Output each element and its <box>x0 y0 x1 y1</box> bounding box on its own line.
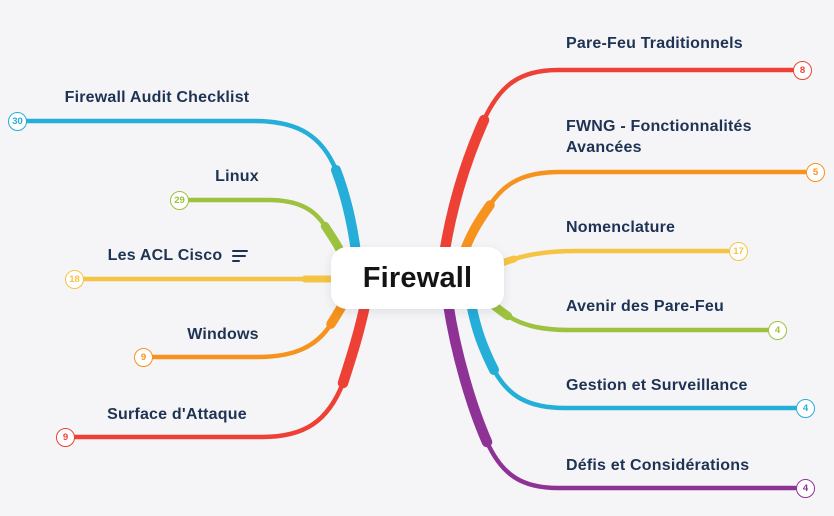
badge-count: 8 <box>799 65 806 76</box>
branch-count-badge-pare-feu-traditionnels[interactable]: 8 <box>793 61 812 80</box>
branch-label-linux[interactable]: Linux <box>157 166 317 187</box>
branch-count-badge-surface-d-attaque[interactable]: 9 <box>56 428 75 447</box>
branch-label-text: FWNG - Fonctionnalités Avancées <box>566 118 752 156</box>
badge-count: 30 <box>12 116 23 127</box>
branch-label-text: Nomenclature <box>566 219 676 236</box>
branch-label-surface-d-attaque[interactable]: Surface d'Attaque <box>92 404 262 425</box>
branch-label-pare-feu-traditionnels[interactable]: Pare-Feu Traditionnels <box>566 33 743 54</box>
branch-label-nomenclature[interactable]: Nomenclature <box>566 217 675 238</box>
central-node[interactable]: Firewall <box>331 247 504 309</box>
badge-count: 18 <box>69 274 80 285</box>
branch-label-text: Firewall Audit Checklist <box>64 89 250 106</box>
badge-count: 5 <box>812 167 819 178</box>
branch-label-firewall-audit-checklist[interactable]: Firewall Audit Checklist <box>37 87 277 108</box>
branch-count-badge-nomenclature[interactable]: 17 <box>729 242 748 261</box>
badge-count: 4 <box>802 483 809 494</box>
branch-label-windows[interactable]: Windows <box>143 324 303 345</box>
badge-count: 4 <box>802 403 809 414</box>
badge-count: 9 <box>140 352 147 363</box>
branch-count-badge-windows[interactable]: 9 <box>134 348 153 367</box>
branch-count-badge-linux[interactable]: 29 <box>170 191 189 210</box>
connector-defis-et-considerations <box>442 297 798 491</box>
branch-label-text: Linux <box>215 168 259 185</box>
branch-count-badge-defis-et-considerations[interactable]: 4 <box>796 479 815 498</box>
branch-label-fwng-fonctionnalites-avancees[interactable]: FWNG - Fonctionnalités Avancées <box>566 116 788 158</box>
connector-fwng-fonctionnalites-avancees <box>458 169 808 260</box>
branch-count-badge-avenir-des-pare-feu[interactable]: 4 <box>768 321 787 340</box>
badge-count: 4 <box>774 325 781 336</box>
branch-count-badge-les-acl-cisco[interactable]: 18 <box>65 270 84 289</box>
connector-nomenclature <box>493 248 731 269</box>
branch-count-badge-firewall-audit-checklist[interactable]: 30 <box>8 112 27 131</box>
branch-label-gestion-et-surveillance[interactable]: Gestion et Surveillance <box>566 375 748 396</box>
central-node-label: Firewall <box>362 261 473 294</box>
branch-label-text: Windows <box>187 326 259 343</box>
badge-count: 9 <box>62 432 69 443</box>
connector-firewall-audit-checklist <box>24 118 361 257</box>
branch-label-text: Défis et Considérations <box>566 457 750 474</box>
branch-label-avenir-des-pare-feu[interactable]: Avenir des Pare-Feu <box>566 296 724 317</box>
branch-label-text: Gestion et Surveillance <box>566 377 748 394</box>
branch-count-badge-gestion-et-surveillance[interactable]: 4 <box>796 399 815 418</box>
branch-label-text: Les ACL Cisco <box>107 247 223 264</box>
branch-label-text: Avenir des Pare-Feu <box>566 298 724 315</box>
branch-label-text: Surface d'Attaque <box>107 406 247 423</box>
badge-count: 29 <box>174 195 185 206</box>
connector-gestion-et-surveillance <box>466 298 798 411</box>
badge-count: 17 <box>733 246 744 257</box>
notes-icon[interactable] <box>232 249 249 262</box>
branch-count-badge-fwng-fonctionnalites-avancees[interactable]: 5 <box>806 163 825 182</box>
branch-label-text: Pare-Feu Traditionnels <box>566 35 743 52</box>
branch-label-les-acl-cisco[interactable]: Les ACL Cisco <box>78 245 278 266</box>
connector-pare-feu-traditionnels <box>438 67 795 261</box>
branch-label-defis-et-considerations[interactable]: Défis et Considérations <box>566 455 749 476</box>
